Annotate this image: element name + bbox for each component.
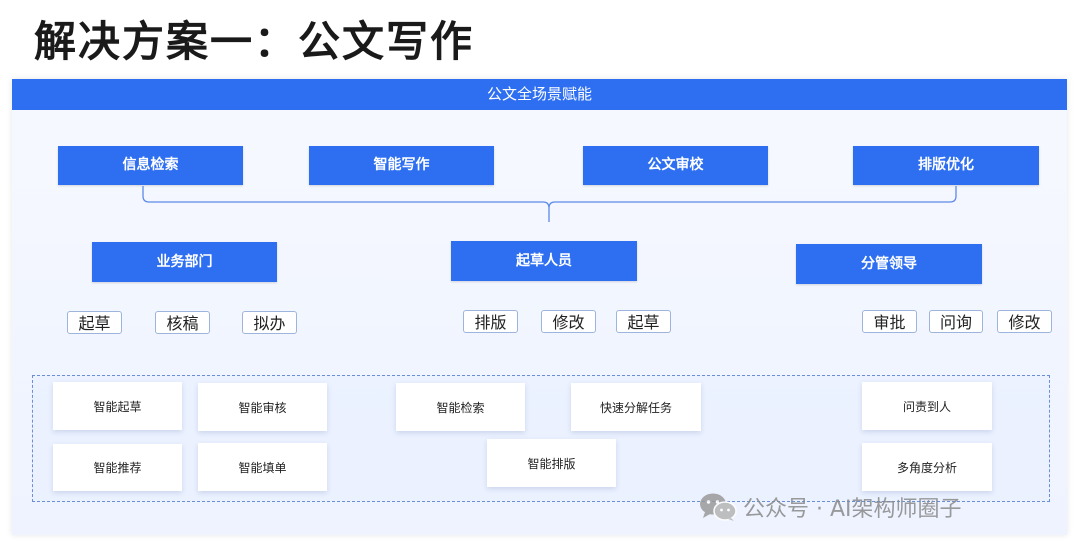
tag-revise-2: 修改 [997, 310, 1052, 333]
tag-layout: 排版 [463, 310, 518, 333]
banner: 公文全场景赋能 [12, 79, 1067, 110]
capability-info-retrieval: 信息检索 [58, 146, 243, 185]
func-smart-recommend: 智能推荐 [53, 444, 182, 491]
watermark-text: 公众号 · AI架构师圈子 [743, 497, 962, 522]
tag-inquire: 问询 [929, 310, 983, 333]
capability-smart-writing: 智能写作 [309, 146, 494, 185]
tag-review-draft: 核稿 [155, 311, 210, 334]
func-smart-layout: 智能排版 [487, 439, 616, 487]
func-smart-form-fill: 智能填单 [198, 443, 327, 491]
tag-revise: 修改 [541, 310, 596, 333]
tag-approve: 审批 [862, 310, 917, 333]
wechat-icon [700, 493, 737, 521]
func-smart-review: 智能审核 [198, 383, 327, 431]
func-smart-search: 智能检索 [396, 383, 525, 431]
func-smart-draft: 智能起草 [53, 382, 182, 430]
func-accountability: 问责到人 [862, 382, 992, 430]
role-drafter: 起草人员 [451, 241, 637, 281]
capability-doc-review: 公文审校 [583, 146, 768, 185]
role-business-dept: 业务部门 [92, 242, 277, 282]
tag-draft-2: 起草 [616, 310, 671, 333]
capability-layout-optimization: 排版优化 [853, 146, 1039, 185]
page-title: 解决方案一：公文写作 [34, 17, 475, 66]
tag-propose: 拟办 [242, 311, 297, 334]
func-multi-angle-analysis: 多角度分析 [862, 443, 992, 491]
func-task-decompose: 快速分解任务 [571, 383, 701, 431]
tag-draft: 起草 [67, 311, 122, 334]
watermark: 公众号 · AI架构师圈子 [699, 488, 962, 526]
role-leader: 分管领导 [796, 244, 982, 284]
